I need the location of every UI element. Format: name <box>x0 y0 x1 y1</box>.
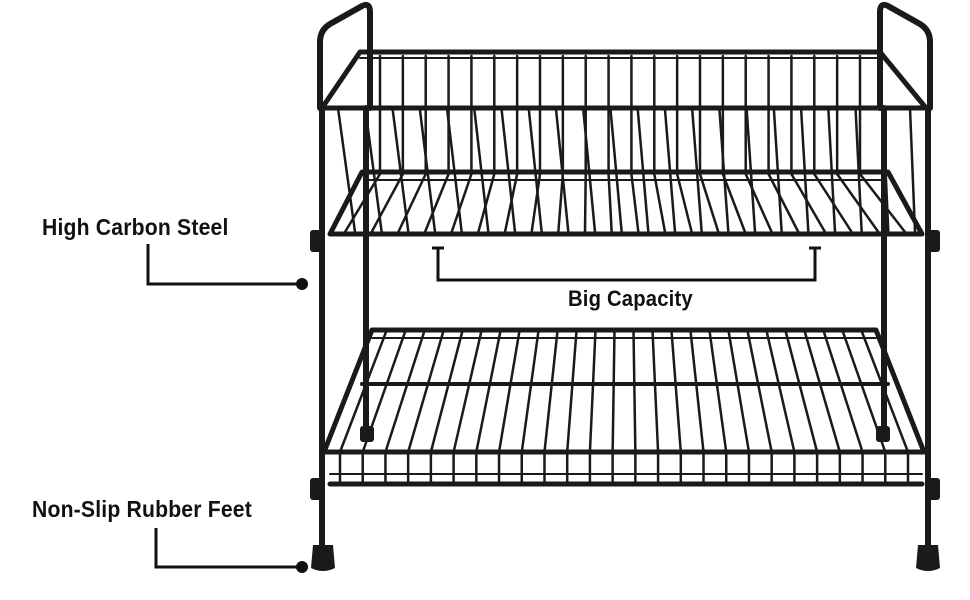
wire <box>765 330 796 454</box>
wire <box>827 106 837 234</box>
wire <box>854 106 863 234</box>
wire <box>477 172 496 234</box>
wire <box>423 172 450 234</box>
frame-clips <box>310 230 940 500</box>
wire <box>611 330 616 454</box>
wire <box>343 172 382 234</box>
frame <box>317 1 933 548</box>
wire <box>772 106 783 234</box>
wire <box>727 330 751 454</box>
wire <box>799 106 810 234</box>
wire <box>746 330 773 454</box>
feet-callout-dot <box>296 561 308 573</box>
wire <box>472 106 490 234</box>
wire <box>784 330 819 454</box>
wire <box>450 172 473 234</box>
big-capacity-label: Big Capacity <box>568 286 693 311</box>
wire <box>338 330 388 454</box>
wire <box>803 330 842 454</box>
upper-basket <box>319 49 929 237</box>
wire <box>744 172 773 234</box>
wire <box>653 172 667 234</box>
wire <box>475 330 502 454</box>
wire <box>908 106 917 234</box>
wire <box>698 172 720 234</box>
wire <box>384 330 426 454</box>
wire <box>860 330 910 454</box>
wire <box>630 172 640 234</box>
wire <box>520 330 540 454</box>
rubber-feet <box>311 545 940 571</box>
wire <box>718 106 730 234</box>
wire <box>690 106 703 234</box>
wire <box>636 106 650 234</box>
wire <box>790 172 827 234</box>
inner-feet <box>360 426 890 442</box>
steel-callout-line <box>146 244 302 286</box>
wire <box>663 106 677 234</box>
callout-dots <box>296 278 308 573</box>
wire <box>670 330 683 454</box>
wire <box>527 106 543 234</box>
wire <box>588 330 597 454</box>
wire <box>429 330 464 454</box>
wire <box>609 106 623 234</box>
wire <box>554 106 570 234</box>
wire <box>835 172 880 234</box>
wire <box>391 106 410 234</box>
wire <box>651 330 660 454</box>
wire <box>370 172 405 234</box>
wire <box>745 106 757 234</box>
wire <box>543 330 559 454</box>
feet-callout-line <box>154 528 302 569</box>
capacity-bracket <box>436 248 817 282</box>
wire <box>721 172 747 234</box>
wire <box>813 172 853 234</box>
wire <box>452 330 483 454</box>
wire <box>565 330 578 454</box>
non-slip-feet-label: Non-Slip Rubber Feet <box>32 496 252 522</box>
wire <box>397 172 427 234</box>
wire <box>336 106 357 234</box>
steel-callout-dot <box>296 278 308 290</box>
wire <box>406 330 445 454</box>
wire <box>530 172 542 234</box>
wire <box>689 330 705 454</box>
wire <box>632 330 637 454</box>
wire <box>497 330 521 454</box>
wire <box>503 172 519 234</box>
wire <box>708 330 728 454</box>
callout-lines <box>146 244 821 569</box>
wire <box>675 172 693 234</box>
lower-basket <box>321 327 927 487</box>
wire <box>557 172 565 234</box>
high-carbon-steel-label: High Carbon Steel <box>42 214 229 240</box>
wire <box>583 172 587 234</box>
wire <box>822 330 864 454</box>
wire <box>581 106 597 234</box>
wire <box>767 172 800 234</box>
wire <box>500 106 517 234</box>
wire <box>607 172 613 234</box>
